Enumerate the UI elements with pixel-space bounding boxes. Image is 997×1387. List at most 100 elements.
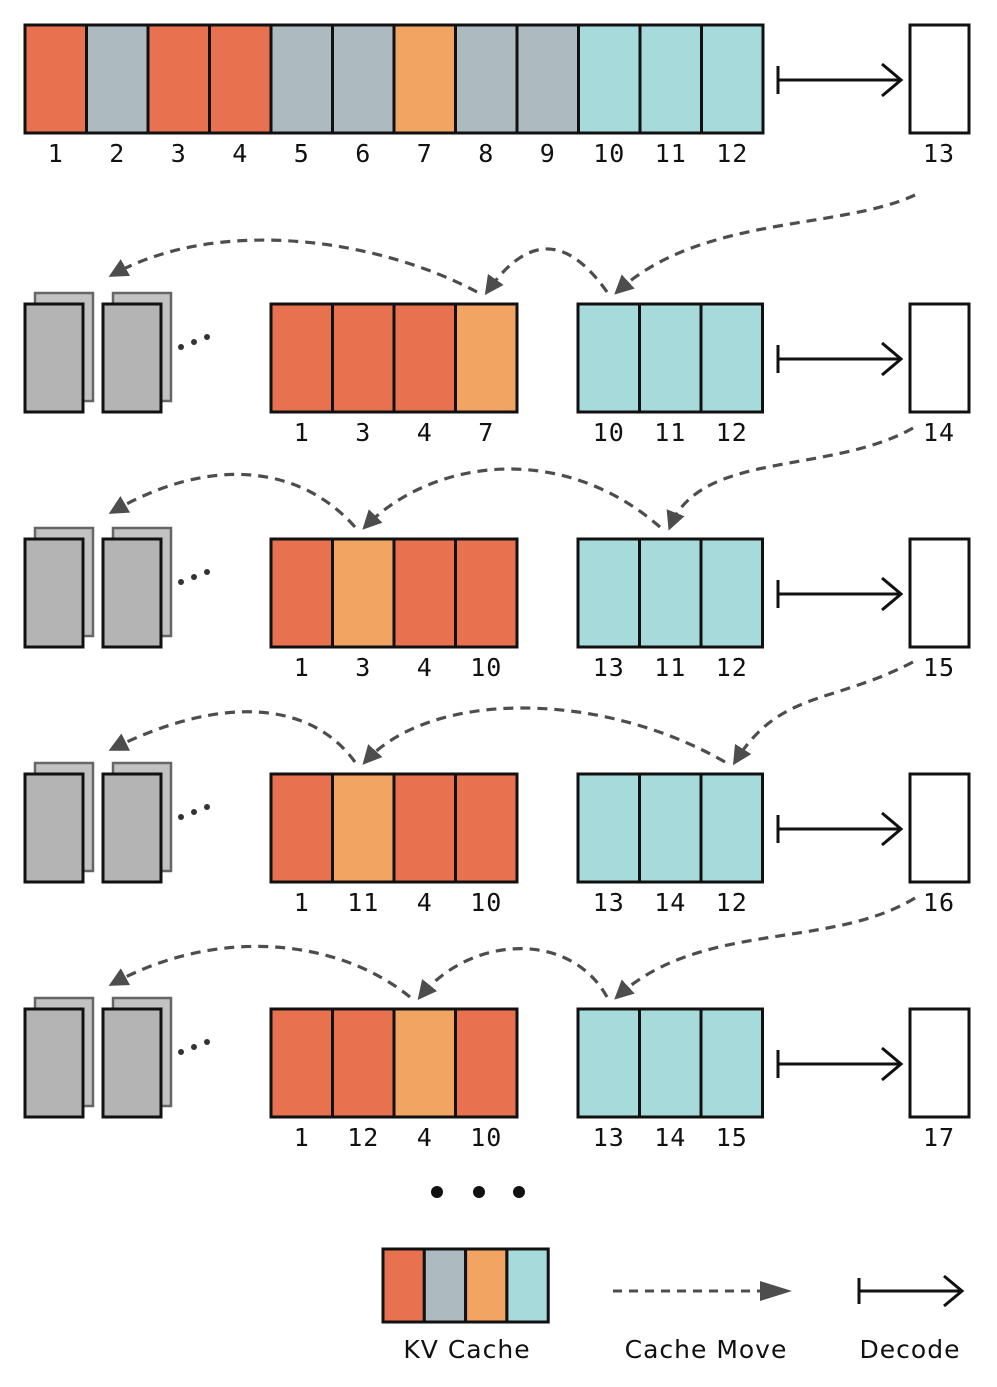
kv-cell-teal <box>699 772 764 884</box>
kv-cell-label: 12 <box>347 1123 379 1152</box>
kv-cell-label: 7 <box>478 418 494 447</box>
cache-move-arrow <box>108 944 412 999</box>
decode-arrow-icon <box>776 1046 904 1082</box>
dot <box>204 334 210 340</box>
kv-cell-label: 12 <box>716 888 748 917</box>
kv-cell-red <box>269 537 334 649</box>
cache-move-arrow <box>417 947 609 1000</box>
dot <box>178 344 184 350</box>
dot <box>178 1049 184 1055</box>
kv-cell-label: 15 <box>716 1123 748 1152</box>
cache-move-arrow <box>614 193 916 295</box>
legend: KV Cache Cache Move Decode <box>381 1247 965 1364</box>
kv-cell-label: 6 <box>355 139 371 168</box>
dot <box>191 1044 197 1050</box>
more-evicted-blocks-dots <box>178 804 210 820</box>
cache-move-arrow <box>362 706 726 765</box>
kv-cell-label: 14 <box>654 888 686 917</box>
cache-move-arrow <box>362 467 662 530</box>
kv-cell-label: 5 <box>294 139 310 168</box>
kv-cell-label: 1 <box>48 139 64 168</box>
more-evicted-blocks-dots <box>178 334 210 350</box>
decode-arrow-head <box>881 811 904 847</box>
dot <box>191 574 197 580</box>
kv-cell-label: 11 <box>655 139 687 168</box>
legend-kv-cache-swatch <box>381 1247 550 1324</box>
decode-arrow-head <box>881 341 904 377</box>
decode-arrow-icon <box>776 576 904 612</box>
kv-cell-label: 13 <box>593 653 625 682</box>
kv-cell-label: 2 <box>109 139 125 168</box>
kv-cell-red <box>392 302 457 414</box>
kv-cell-label: 4 <box>417 653 433 682</box>
kv-cell-label: 1 <box>294 418 310 447</box>
kv-cell-orange <box>331 537 396 649</box>
cache-move-arrow <box>108 238 478 294</box>
kv-cell-red <box>23 23 88 135</box>
decode-arrow-icon <box>776 62 904 98</box>
legend-swatch-gray <box>422 1247 468 1324</box>
kv-cell-red <box>146 23 211 135</box>
dot <box>191 339 197 345</box>
kv-cell-label: 3 <box>355 653 371 682</box>
evicted-block-front <box>101 772 163 884</box>
kv-cell-label: 13 <box>593 888 625 917</box>
dot <box>204 804 210 810</box>
dot <box>473 1186 485 1198</box>
cache-move-arrow <box>108 472 357 529</box>
kv-cell-red <box>269 302 334 414</box>
next-token-slot <box>908 302 971 414</box>
kv-cell-label: 10 <box>470 888 502 917</box>
kv-cell-teal <box>638 537 703 649</box>
legend-decode-label: Decode <box>860 1335 961 1364</box>
kv-cell-label: 12 <box>716 139 748 168</box>
evicted-block-stack <box>101 996 173 1119</box>
kv-cell-teal <box>638 23 703 135</box>
kv-cell-teal <box>700 23 765 135</box>
kv-cell-label: 3 <box>171 139 187 168</box>
decode-arrow-head <box>881 576 904 612</box>
kv-cell-label: 8 <box>478 139 494 168</box>
kv-cell-label: 11 <box>347 888 379 917</box>
dot <box>513 1186 525 1198</box>
legend-decode-arrow-icon <box>857 1274 965 1308</box>
more-evicted-blocks-dots <box>178 569 210 585</box>
legend-swatch-orange <box>464 1247 509 1324</box>
kv-cell-label: 11 <box>654 653 686 682</box>
kv-cell-red <box>269 772 334 884</box>
next-token-label: 13 <box>923 139 955 168</box>
kv-cell-red <box>331 302 396 414</box>
kv-cell-label: 10 <box>470 1123 502 1152</box>
kv-cell-label: 1 <box>294 1123 310 1152</box>
legend-kv-cache-label: KV Cache <box>403 1335 530 1364</box>
kv-cell-label: 4 <box>417 418 433 447</box>
cache-move-arrow <box>666 426 914 531</box>
kv-cell-gray <box>269 23 334 135</box>
kv-cell-orange <box>392 1007 457 1119</box>
kv-cell-red <box>454 537 519 649</box>
kv-cell-red <box>392 537 457 649</box>
kv-cell-gray <box>331 23 396 135</box>
kv-cell-label: 12 <box>716 418 748 447</box>
evicted-block-stack <box>101 761 173 884</box>
kv-cell-label: 4 <box>417 1123 433 1152</box>
dot <box>204 1039 210 1045</box>
continuation-dots <box>431 1186 525 1198</box>
kv-cell-teal <box>576 772 641 884</box>
legend-swatch-red <box>381 1247 426 1324</box>
kv-cell-teal <box>577 23 642 135</box>
cache-move-arrow <box>732 660 914 766</box>
kv-cell-label: 4 <box>417 888 433 917</box>
evicted-block-front <box>101 537 163 649</box>
next-token-label: 15 <box>923 653 955 682</box>
evicted-block-front <box>23 537 85 649</box>
dot <box>191 809 197 815</box>
kv-cell-red <box>331 1007 396 1119</box>
kv-cell-label: 10 <box>593 139 625 168</box>
kv-cell-orange <box>331 772 396 884</box>
